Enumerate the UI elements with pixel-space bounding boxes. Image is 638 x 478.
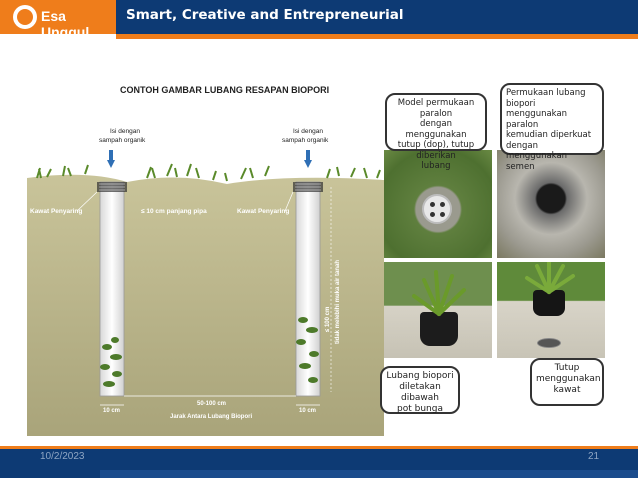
pipe-length-label: ≤ 10 cm panjang pipa [141, 208, 207, 215]
callout-pipe-cap: Model permukaan paralon dengan menggunak… [385, 93, 487, 171]
callout-cement: Permukaan lubang biopori menggunakan par… [500, 83, 604, 172]
filter-label-right: Kawat Penyaring [237, 208, 289, 215]
diagram-title: CONTOH GAMBAR LUBANG RESAPAN BIOPORI [120, 85, 329, 95]
tagline: Smart, Creative and Entrepreneurial [126, 7, 404, 23]
depth-label: ≤ 100 cm tidak melebihi muka air tanah [325, 260, 341, 344]
biopori-diagram: CONTOH GAMBAR LUBANG RESAPAN BIOPORI Isi… [27, 62, 384, 436]
page-number: 21 [588, 451, 600, 462]
photo-pipe-cap [384, 150, 492, 258]
plant-icon-2 [525, 262, 575, 294]
spacing-value: 50-100 cm [197, 401, 226, 407]
footer-accent-line [0, 446, 638, 449]
logo-text: Esa Unggul [41, 8, 90, 40]
grass [36, 163, 381, 182]
width-label-left: 10 cm [103, 408, 120, 414]
pipe-cap-icon [422, 194, 452, 224]
arrow-down-icon-left [107, 160, 115, 168]
organic-waste-left [100, 337, 122, 387]
fill-label-left-1: Isi dengan [110, 128, 140, 135]
photo-flower-pot [384, 262, 492, 358]
wire-cover-icon [537, 338, 561, 348]
width-label-right: 10 cm [299, 408, 316, 414]
arrow-down-icon-right [304, 160, 312, 168]
organic-waste-right [296, 317, 319, 383]
logo-icon [13, 5, 37, 29]
spacing-label: Jarak Antara Lubang Biopori [170, 414, 252, 420]
filter-label-left: Kawat Penyaring [30, 208, 82, 215]
fill-label-left-2: sampah organik [99, 137, 146, 144]
fill-label-right-2: sampah organik [282, 137, 329, 144]
footer-stripe [100, 470, 638, 478]
sky [27, 62, 384, 182]
svg-text:≤ 100 cm: ≤ 100 cm [325, 307, 331, 332]
footer-date: 10/2/2023 [40, 451, 85, 462]
plant-icon [412, 270, 466, 316]
header-accent-line [116, 34, 638, 39]
fill-label-right-1: Isi dengan [293, 128, 323, 135]
logo: Esa Unggul [0, 0, 116, 40]
pot-icon [420, 312, 458, 346]
filter-mesh-left [99, 183, 125, 191]
pot-icon-2 [533, 290, 565, 316]
photo-pot-wire [497, 262, 605, 358]
callout-wire: Tutup menggunakan kawat [530, 358, 604, 406]
filter-mesh-right [295, 183, 321, 191]
svg-text:tidak melebihi muka air tanah: tidak melebihi muka air tanah [335, 260, 341, 344]
photo-cement-hole [497, 150, 605, 258]
callout-pot: Lubang biopori diletakan dibawah pot bun… [380, 366, 460, 414]
hole-left [99, 181, 125, 397]
